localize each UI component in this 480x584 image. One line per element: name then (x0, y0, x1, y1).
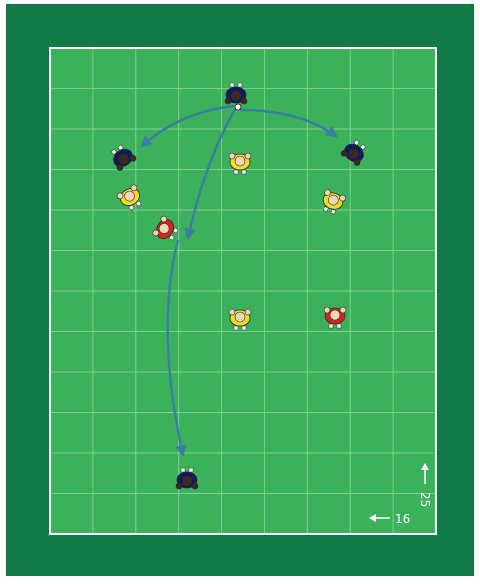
player-foot (238, 83, 242, 87)
horizontal-dimension-label: 16 (395, 512, 410, 526)
player-foot (329, 324, 333, 328)
player-foot (230, 83, 234, 87)
player-hand (192, 483, 198, 489)
player-foot (242, 326, 246, 330)
player-hand (241, 98, 247, 104)
player-foot (189, 468, 193, 472)
player-head (235, 156, 245, 166)
player-head (330, 310, 340, 320)
player-hand (324, 307, 330, 313)
player-foot (181, 468, 185, 472)
player-hand (176, 483, 182, 489)
player-hand (340, 307, 346, 313)
player-head (182, 476, 192, 486)
player-foot (242, 170, 246, 174)
player-hand (229, 153, 235, 159)
player-foot (337, 324, 341, 328)
player-foot (234, 170, 238, 174)
player-hand (245, 309, 251, 315)
player-hand (225, 98, 231, 104)
player-head (231, 91, 241, 101)
player-hand (229, 309, 235, 315)
player-hand (245, 153, 251, 159)
vertical-dimension-label: 25 (418, 492, 432, 507)
player-foot (234, 326, 238, 330)
ball-icon (235, 104, 241, 110)
player-head (235, 312, 245, 322)
